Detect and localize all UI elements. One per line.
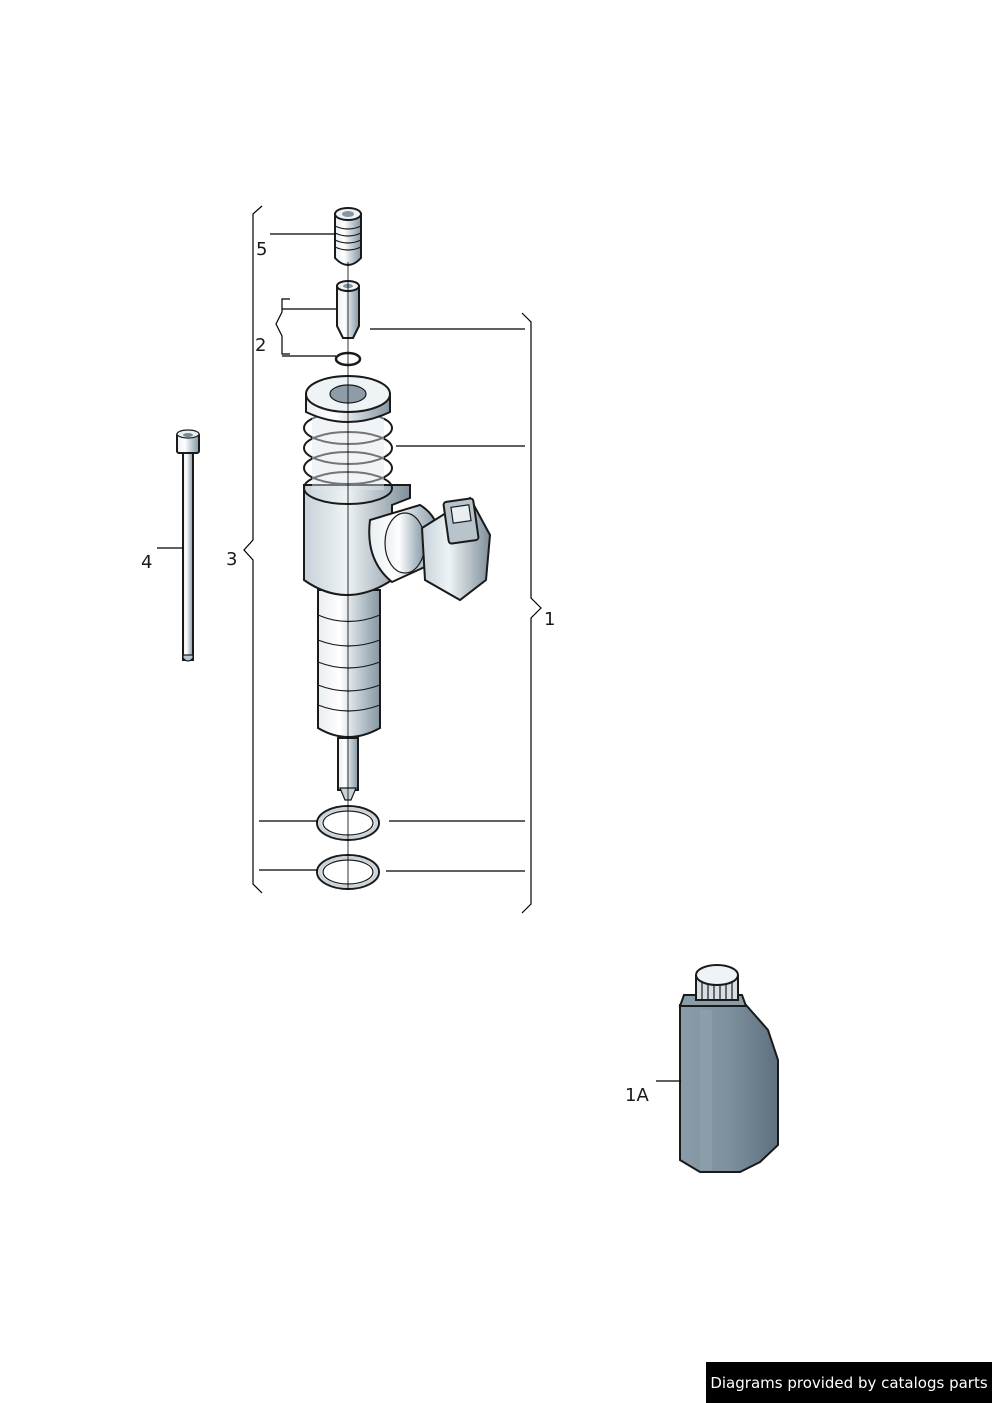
footer-credit-text: Diagrams provided by catalogs parts bbox=[710, 1373, 988, 1392]
threaded-plug-part bbox=[334, 207, 362, 266]
callout-4: 4 bbox=[141, 552, 152, 573]
callout-3: 3 bbox=[226, 549, 237, 570]
brace-item-3 bbox=[243, 205, 263, 894]
oil-bottle-part bbox=[678, 964, 779, 1173]
footer-credit-badge: Diagrams provided by catalogs parts bbox=[706, 1362, 992, 1403]
callout-5: 5 bbox=[256, 239, 267, 260]
callout-1a: 1A bbox=[625, 1085, 649, 1106]
callout-2: 2 bbox=[255, 335, 266, 356]
bolt-part bbox=[176, 429, 200, 662]
leader-lines bbox=[157, 233, 681, 1082]
brace-item-1 bbox=[521, 312, 542, 914]
injector-assembly-part bbox=[303, 375, 492, 801]
callout-1: 1 bbox=[544, 609, 555, 630]
